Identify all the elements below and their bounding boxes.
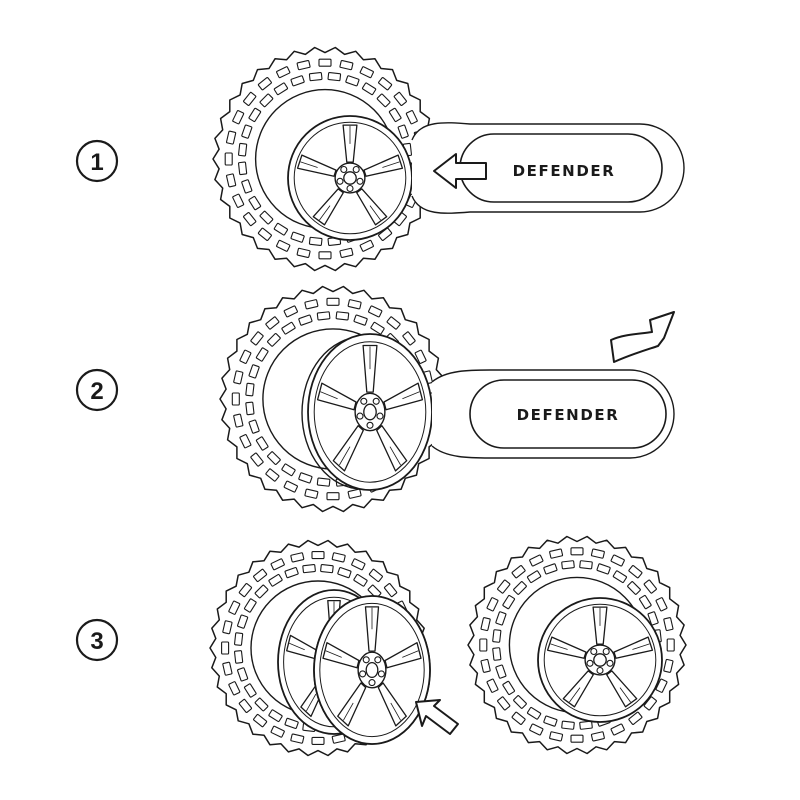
step-2: 2 DEFENDER	[75, 285, 675, 513]
wheel-icon	[313, 595, 431, 745]
step-1: 1 DEFENDER	[75, 46, 685, 272]
step-1-number: 1	[90, 149, 103, 176]
spare-wheel-cover-icon: DEFENDER	[431, 369, 675, 459]
step-2-badge	[75, 368, 119, 412]
cover-label-defender: DEFENDER	[513, 162, 616, 180]
step-1-badge	[75, 139, 119, 183]
arrow-push-icon	[433, 153, 487, 189]
arrow-push-icon	[415, 699, 459, 735]
step-2-number: 2	[90, 378, 103, 405]
wheel-icon	[537, 597, 663, 723]
wheel-icon	[287, 115, 413, 241]
cover-label-defender-2: DEFENDER	[517, 406, 620, 424]
spare-wheel-cover-icon: DEFENDER	[411, 122, 685, 214]
arrow-curve-icon	[610, 311, 675, 363]
step-3-badge	[75, 618, 119, 662]
step-3: 3	[75, 535, 687, 757]
step-3-number: 3	[90, 628, 103, 655]
wheel-icon	[307, 333, 433, 491]
